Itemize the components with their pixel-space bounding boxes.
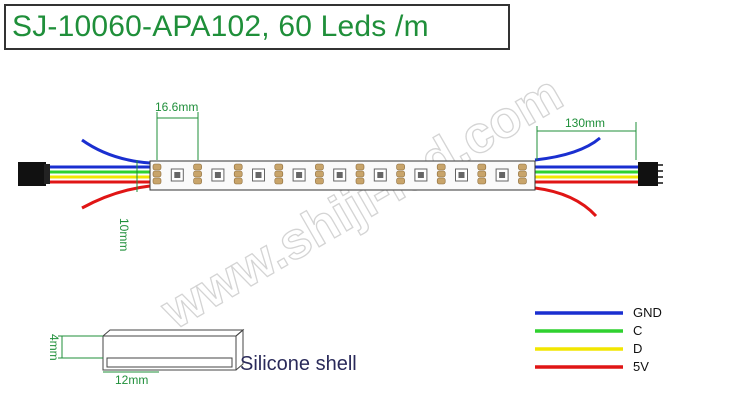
pad-group (396, 163, 405, 185)
solder-pad (518, 177, 527, 185)
left-blue-lead (81, 138, 151, 165)
solder-pad (396, 163, 405, 171)
solder-pad (193, 163, 202, 171)
pad-group (152, 163, 162, 185)
led-strip-components (152, 163, 527, 185)
width-label: 10mm (117, 218, 131, 251)
right-blue-lead (534, 136, 601, 162)
solder-pad (274, 177, 284, 185)
right-connector (638, 162, 658, 186)
right-cable (535, 165, 640, 184)
solder-pad (193, 170, 202, 178)
led-chip (495, 168, 509, 182)
shell-width-label: 12mm (115, 373, 148, 387)
legend-label: D (633, 341, 642, 356)
solder-pad (233, 170, 243, 178)
solder-pad (477, 177, 487, 185)
solder-pad (315, 177, 324, 185)
legend-label: 5V (633, 359, 649, 374)
watermark-text: www.shiji-led.com (151, 64, 572, 341)
left-cable (50, 165, 150, 184)
wire-legend: GND CD 5V (535, 305, 662, 374)
pad-group (518, 163, 527, 185)
legend-item: C (535, 323, 642, 338)
solder-pad (396, 177, 405, 185)
solder-pad (152, 177, 162, 185)
solder-pad (274, 163, 284, 171)
page-title: SJ-10060-APA102, 60 Leds /m (12, 10, 429, 43)
solder-pad (152, 163, 162, 171)
solder-pad (518, 170, 527, 178)
solder-pad (436, 170, 446, 178)
pad-group (436, 163, 446, 185)
pad-group (315, 163, 324, 185)
led-chip (252, 168, 265, 182)
solder-pad (396, 170, 405, 178)
legend-item: 5V (535, 359, 649, 374)
lead-length-label: 130mm (565, 116, 605, 130)
left-connector (18, 162, 46, 186)
solder-pad (315, 163, 324, 171)
led-chip (170, 168, 184, 182)
legend-item: GND (535, 305, 662, 320)
solder-pad (315, 170, 324, 178)
led-chip (414, 168, 428, 182)
shell-height-label: 4mm (47, 334, 61, 361)
right-red-lead (534, 186, 598, 218)
right-connector-pins (658, 164, 663, 184)
solder-pad (477, 170, 487, 178)
pad-group (193, 163, 202, 185)
left-connector-tab (44, 164, 50, 184)
led-chip (292, 168, 306, 182)
led-chip (211, 168, 225, 182)
solder-pad (355, 163, 365, 171)
legend-label: GND (633, 305, 662, 320)
solder-pad (518, 163, 527, 171)
silicone-shell (101, 328, 245, 371)
solder-pad (274, 170, 284, 178)
left-red-lead (81, 184, 151, 210)
solder-pad (436, 163, 446, 171)
legend-item: D (535, 341, 642, 356)
solder-pad (233, 163, 243, 171)
led-chip (455, 168, 468, 182)
pitch-label: 16.6mm (155, 100, 198, 114)
title-box: SJ-10060-APA102, 60 Leds /m (4, 4, 510, 50)
solder-pad (355, 170, 365, 178)
pad-group (477, 163, 487, 185)
pad-group (274, 163, 284, 185)
led-chip (373, 168, 387, 182)
legend-label: C (633, 323, 642, 338)
solder-pad (436, 177, 446, 185)
solder-pad (193, 177, 202, 185)
solder-pad (233, 177, 243, 185)
solder-pad (355, 177, 365, 185)
solder-pad (477, 163, 487, 171)
shell-label: Silicone shell (240, 353, 357, 375)
led-chip (333, 168, 347, 182)
solder-pad (152, 170, 162, 178)
pad-group (233, 163, 243, 185)
pad-group (355, 163, 365, 185)
